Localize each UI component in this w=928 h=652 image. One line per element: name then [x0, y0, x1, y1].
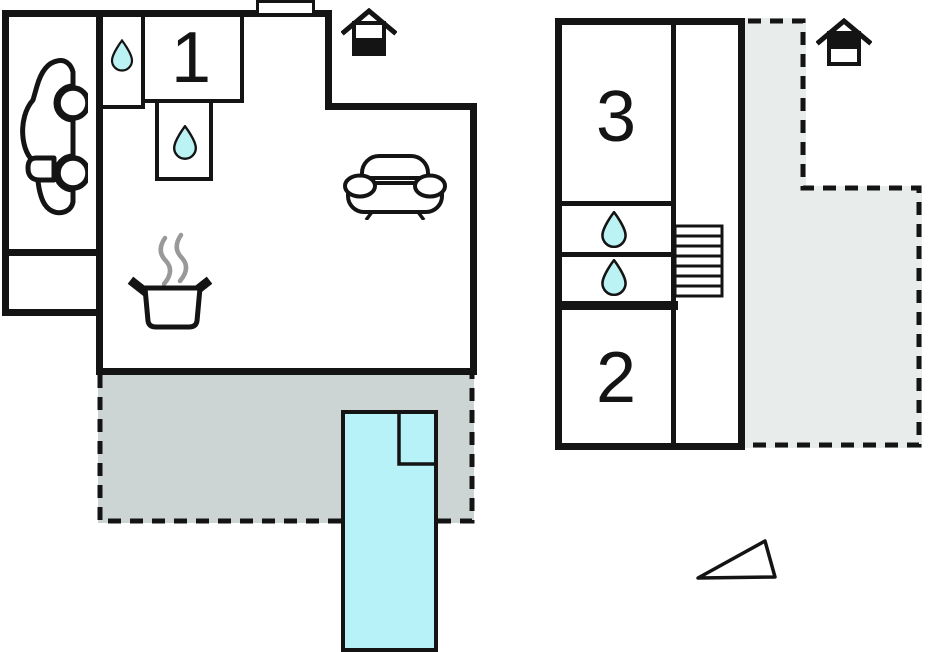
- entrance-icon: [341, 8, 397, 56]
- balcony-area: [745, 18, 922, 448]
- chimney: [256, 0, 315, 16]
- room2-label: 2: [595, 338, 637, 418]
- wall-room1-bottom: [145, 99, 244, 103]
- entrance-icon: [816, 18, 872, 66]
- pool-steps: [397, 414, 434, 466]
- water-drop-icon: [172, 125, 198, 160]
- wall-bath-right: [141, 17, 145, 109]
- wall-room2-top: [555, 301, 678, 310]
- wall-uf-bath-divider: [562, 252, 671, 257]
- north-arrow-icon: [696, 539, 777, 580]
- water-drop-icon: [601, 211, 627, 248]
- wall-room1-right: [240, 17, 244, 103]
- wall-gf-bottom: [96, 368, 477, 375]
- wall-gf-left: [2, 10, 9, 316]
- wall-gf-step: [325, 103, 477, 110]
- wall-bath-bottom: [100, 105, 145, 109]
- wall-wc-left: [155, 101, 159, 181]
- cooking-pot-icon: [127, 232, 213, 330]
- wall-wc-bottom: [155, 177, 213, 181]
- wall-uf-right: [738, 18, 745, 450]
- wall-gf-top: [2, 10, 332, 17]
- water-drop-icon: [601, 259, 627, 296]
- wall-gf-right: [470, 103, 477, 375]
- stairs-icon: [673, 224, 724, 298]
- wall-garage-right: [96, 10, 103, 375]
- room1-label: 1: [170, 18, 212, 98]
- wall-garage-bottom: [2, 309, 103, 316]
- pool: [341, 410, 438, 652]
- wall-wc-right: [209, 101, 213, 181]
- wall-room3-bottom: [562, 201, 671, 206]
- wall-gf-upper-right: [325, 10, 332, 110]
- balcony-dashed-border: [748, 18, 922, 448]
- wall-uf-left: [555, 18, 562, 450]
- room3-label: 3: [595, 77, 637, 157]
- car-icon: [20, 58, 88, 216]
- wall-uf-top: [555, 18, 745, 25]
- terrace-dashed-border: [97, 375, 475, 524]
- sofa-icon: [343, 154, 447, 220]
- wall-garage-divider: [2, 249, 103, 256]
- wall-uf-bottom: [555, 443, 745, 450]
- water-drop-icon: [110, 39, 134, 72]
